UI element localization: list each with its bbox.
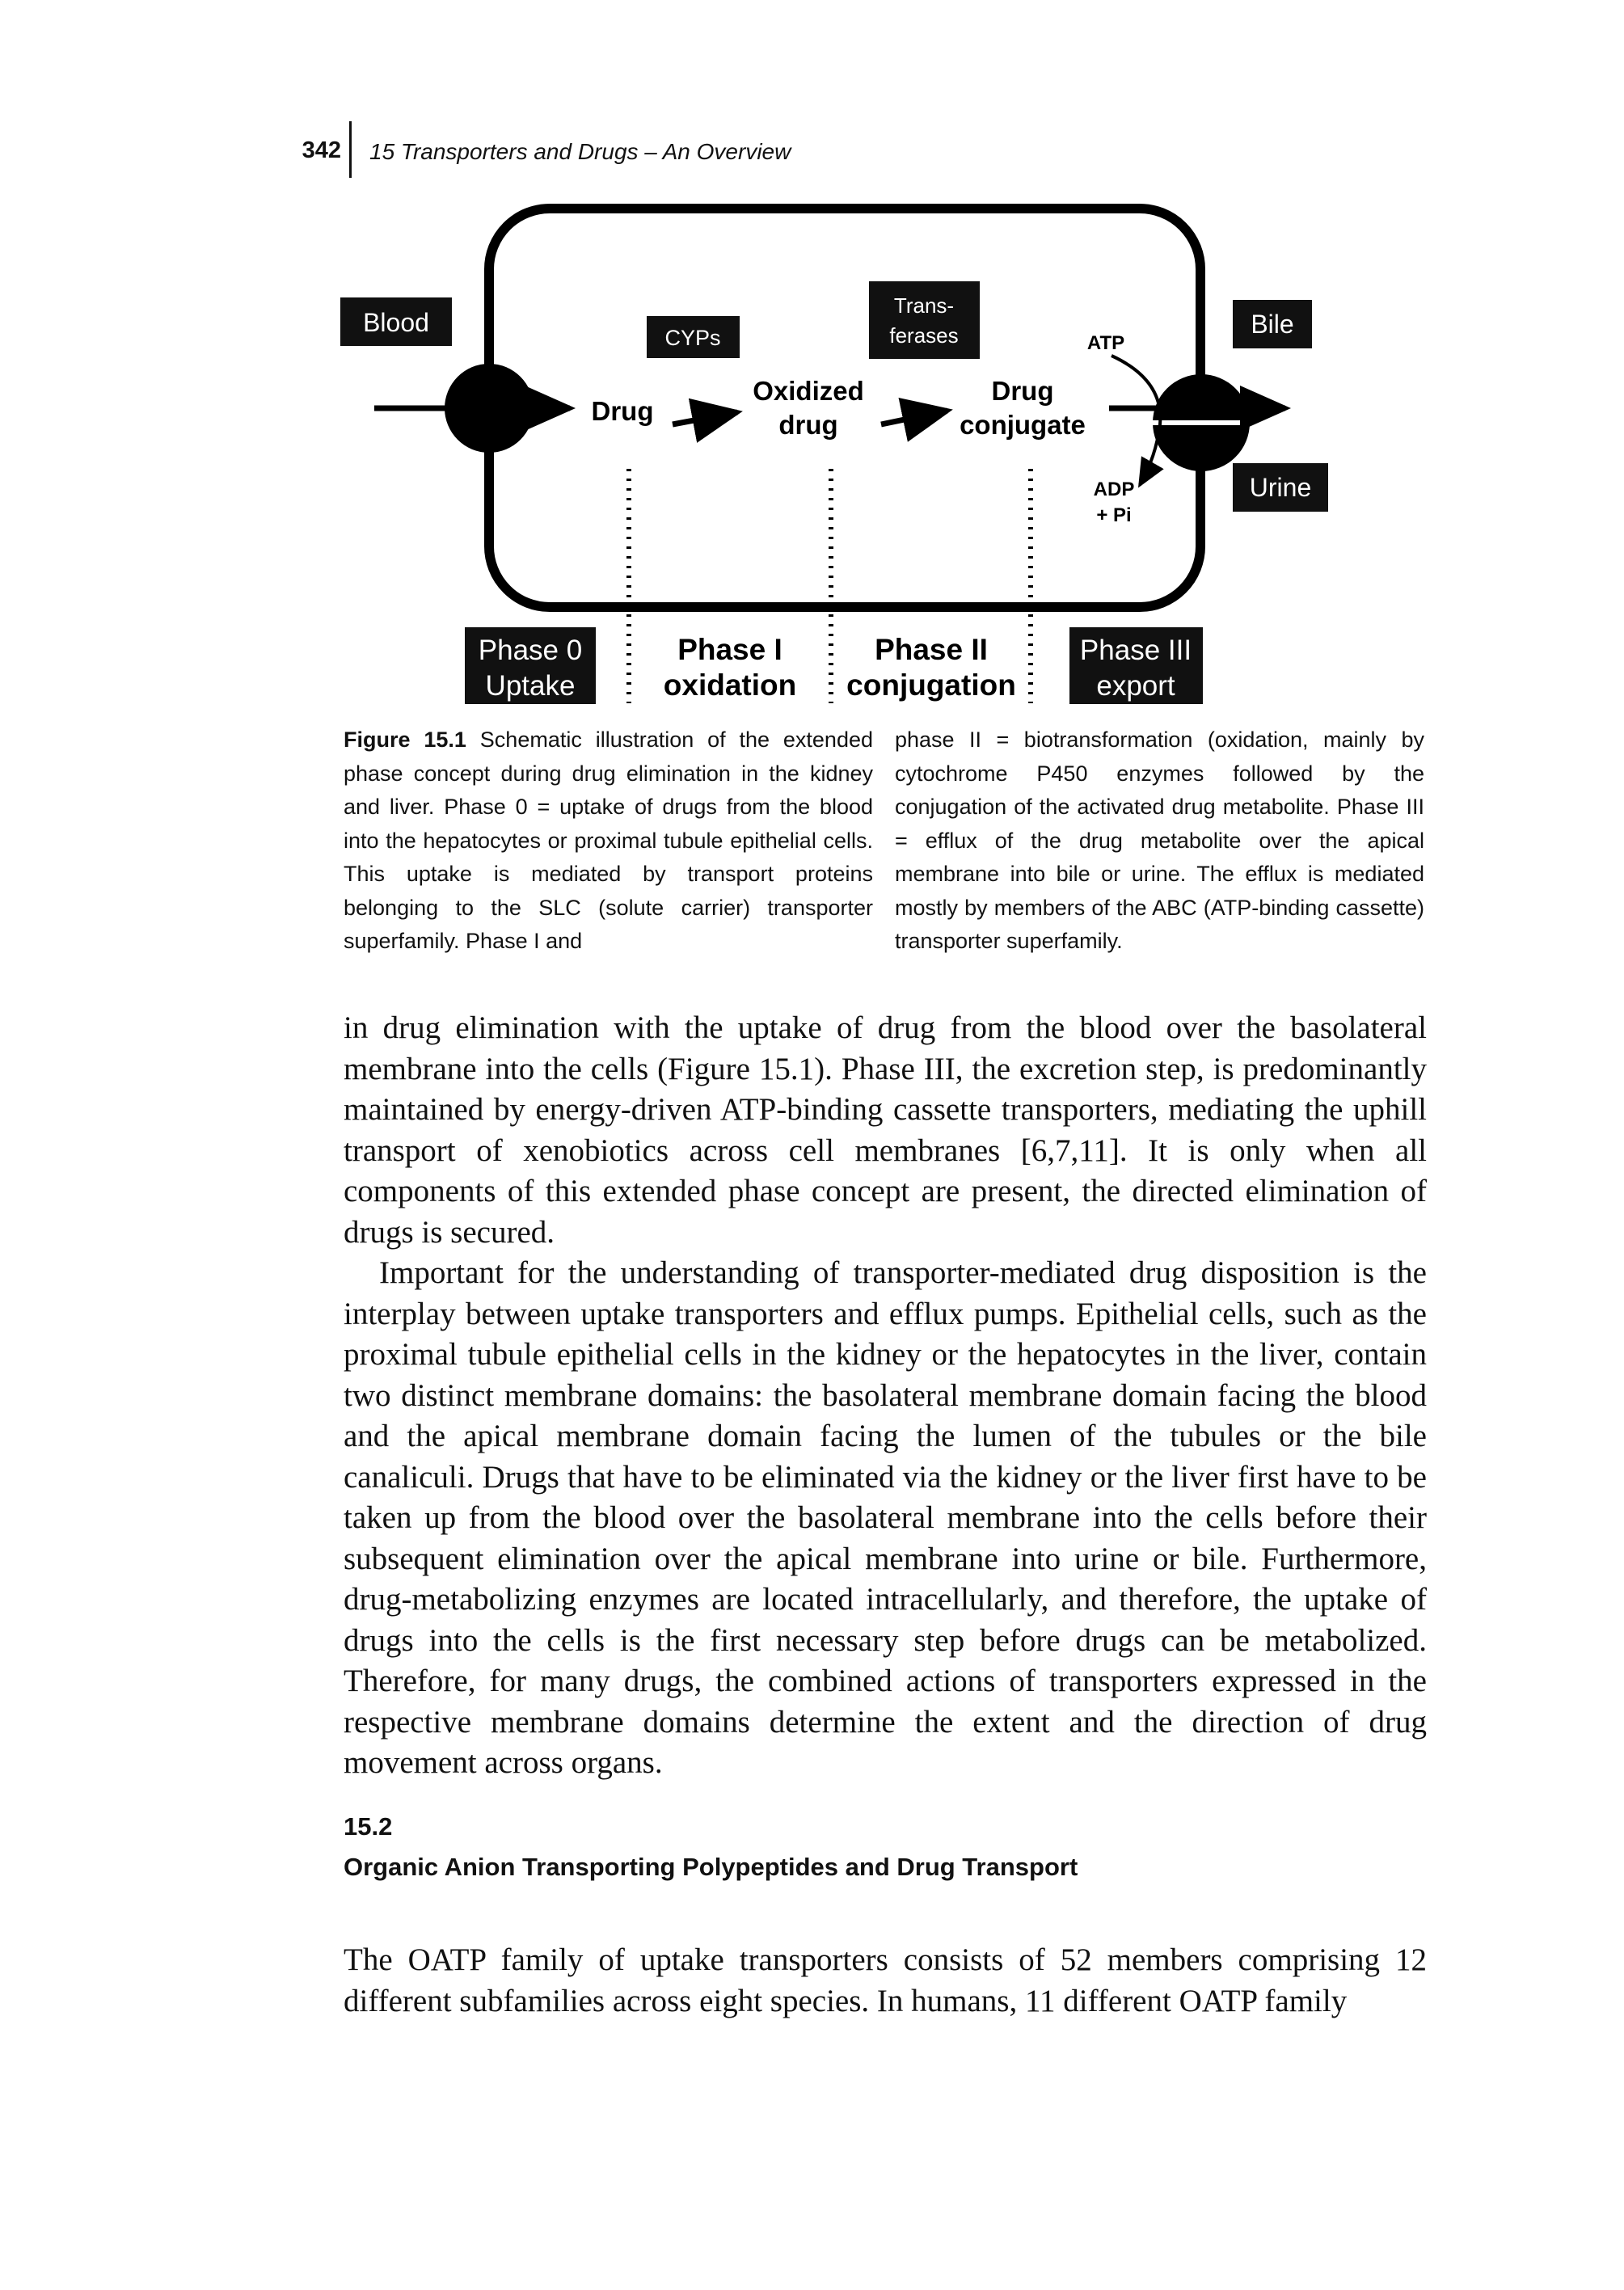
transferases-label-line2: ferases xyxy=(889,323,958,348)
blood-label: Blood xyxy=(363,308,429,337)
running-title: 15 Transporters and Drugs – An Overview xyxy=(369,139,791,164)
cyps-box xyxy=(647,316,740,358)
figure-caption-col2: phase II = biotransformation (oxidation,… xyxy=(895,723,1424,959)
urine-label: Urine xyxy=(1250,473,1311,502)
body-paragraph-2: Important for the understanding of trans… xyxy=(344,1255,1427,1780)
atp-curve xyxy=(1111,354,1164,488)
figure-caption-label: Figure 15.1 xyxy=(344,727,466,752)
oxidized-drug-label-line2: drug xyxy=(778,410,837,440)
uptake-transporter xyxy=(445,364,534,453)
phase0-label-line1: Phase 0 xyxy=(479,635,582,666)
phase0-box xyxy=(465,627,596,704)
phase1-label-line2: oxidation xyxy=(664,668,796,702)
body-paragraph-3: The OATP family of uptake transporters c… xyxy=(344,1942,1427,2018)
figure-caption-col1: Figure 15.1 Schematic illustration of th… xyxy=(344,723,873,959)
blood-box xyxy=(340,297,452,346)
section-title: Organic Anion Transporting Polypeptides … xyxy=(344,1853,1078,1881)
adp-label-line1: ADP xyxy=(1094,479,1135,500)
body-paragraph-1: in drug elimination with the uptake of d… xyxy=(344,1010,1427,1250)
figure-caption-text-2: phase II = biotransformation (oxidation,… xyxy=(895,727,1424,953)
adp-label-line2: + Pi xyxy=(1096,504,1131,526)
phase3-label-line1: Phase III xyxy=(1080,635,1192,666)
transferases-box xyxy=(869,281,980,359)
arrow-oxidized-to-conjugate xyxy=(880,397,953,442)
bile-box xyxy=(1233,300,1312,348)
figure-15-1: Blood CYPs Trans- ferases Bile Urine Dru… xyxy=(340,204,1328,704)
cyps-label: CYPs xyxy=(664,326,720,350)
page-number: 342 xyxy=(302,137,341,163)
phase3-box xyxy=(1069,627,1203,704)
phase3-label-line2: export xyxy=(1096,670,1175,702)
figure-caption-text-1: Schematic illustration of the extended p… xyxy=(344,727,873,953)
phase1-label-line1: Phase I xyxy=(677,633,782,666)
phase2-label-line1: Phase II xyxy=(875,633,988,666)
atp-label: ATP xyxy=(1087,332,1124,354)
section-number: 15.2 xyxy=(344,1812,393,1841)
urine-box xyxy=(1233,463,1328,512)
arrow-drug-to-oxidized xyxy=(672,398,743,443)
drug-conjugate-label-line1: Drug xyxy=(992,376,1054,406)
phase0-label-line2: Uptake xyxy=(486,670,576,702)
header-rule xyxy=(349,121,352,178)
oxidized-drug-label-line1: Oxidized xyxy=(753,376,864,406)
bile-label: Bile xyxy=(1251,310,1293,339)
phase2-label-line2: conjugation xyxy=(846,668,1016,702)
transferases-label-line1: Trans- xyxy=(894,293,954,318)
drug-label: Drug xyxy=(592,396,654,426)
drug-conjugate-label-line2: conjugate xyxy=(960,410,1086,440)
